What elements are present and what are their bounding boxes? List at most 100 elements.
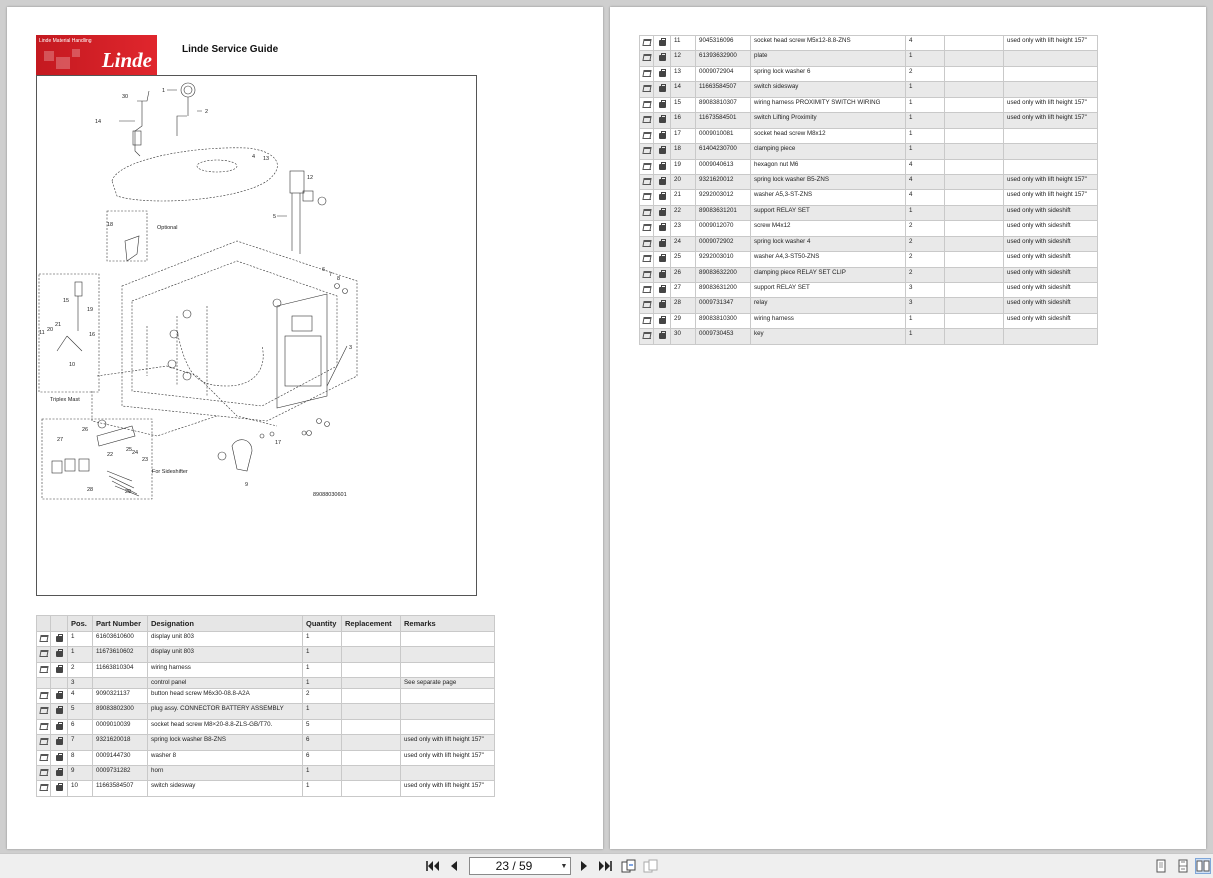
info-icon-cell xyxy=(50,630,68,648)
info-icon-cell xyxy=(653,281,671,299)
cart-icon-cell xyxy=(36,718,51,736)
info-icon[interactable] xyxy=(55,634,64,642)
cart-icon[interactable] xyxy=(642,146,651,155)
continuous-view-icon[interactable] xyxy=(1175,858,1191,874)
single-page-view-icon[interactable] xyxy=(1153,858,1169,874)
chevron-down-icon[interactable]: ▼ xyxy=(560,862,568,870)
info-icon[interactable] xyxy=(55,706,64,715)
cart-icon[interactable] xyxy=(642,270,651,278)
info-icon[interactable] xyxy=(658,269,667,278)
cart-icon[interactable] xyxy=(39,634,48,642)
cart-icon[interactable] xyxy=(642,192,651,201)
info-icon[interactable] xyxy=(658,285,667,293)
pos-cell: 23 xyxy=(670,220,696,237)
document-title: Linde Service Guide xyxy=(182,44,279,55)
cart-icon[interactable] xyxy=(642,131,651,139)
info-icon[interactable] xyxy=(658,331,667,340)
info-icon[interactable] xyxy=(658,254,667,263)
info-icon-cell xyxy=(653,34,671,52)
pos-cell: 27 xyxy=(670,281,696,299)
designation-cell: spring lock washer 4 xyxy=(750,235,906,253)
info-icon[interactable] xyxy=(658,207,667,216)
info-icon[interactable] xyxy=(658,146,667,155)
remarks-cell xyxy=(400,630,495,648)
pos-cell: 19 xyxy=(670,158,696,175)
cart-icon[interactable] xyxy=(642,208,651,216)
cart-icon[interactable] xyxy=(39,783,48,792)
info-icon-cell xyxy=(653,297,671,314)
remarks-cell: used only with sideshift xyxy=(1003,281,1098,299)
pos-cell: 18 xyxy=(670,143,696,160)
next-page-icon[interactable] xyxy=(576,858,592,874)
info-icon[interactable] xyxy=(658,238,667,247)
cart-icon[interactable] xyxy=(642,100,651,108)
callout-27: 27 xyxy=(57,437,63,443)
page-number-field[interactable]: 23 / 59 ▼ xyxy=(469,857,571,875)
cart-icon[interactable] xyxy=(642,177,651,185)
part-number-cell: 61393632900 xyxy=(695,50,751,67)
cart-icon[interactable] xyxy=(642,162,651,170)
info-icon[interactable] xyxy=(658,115,667,124)
cart-icon[interactable] xyxy=(39,649,48,658)
prev-page-icon[interactable] xyxy=(446,858,462,874)
cart-icon[interactable] xyxy=(39,753,48,761)
last-page-icon[interactable] xyxy=(597,858,613,874)
pos-cell: 25 xyxy=(670,251,696,268)
info-icon[interactable] xyxy=(55,721,64,730)
info-icon[interactable] xyxy=(658,99,667,108)
header-pos: Pos. xyxy=(67,615,93,632)
pos-cell: 24 xyxy=(670,235,696,253)
cart-icon[interactable] xyxy=(642,223,651,232)
info-icon[interactable] xyxy=(55,752,64,761)
cart-icon[interactable] xyxy=(642,331,651,340)
replacement-cell xyxy=(341,677,401,689)
cart-icon[interactable] xyxy=(642,115,651,124)
cart-icon[interactable] xyxy=(39,706,48,715)
cart-icon[interactable] xyxy=(642,53,651,62)
replacement-cell xyxy=(341,749,401,766)
info-icon[interactable] xyxy=(658,38,667,46)
info-icon-cell xyxy=(50,718,68,736)
cart-icon[interactable] xyxy=(642,38,651,46)
info-icon[interactable] xyxy=(658,130,667,139)
replacement-cell xyxy=(944,81,1004,98)
cart-icon[interactable] xyxy=(39,665,48,673)
info-icon[interactable] xyxy=(658,223,667,232)
first-page-icon[interactable] xyxy=(425,858,441,874)
info-icon[interactable] xyxy=(55,783,64,792)
cart-icon[interactable] xyxy=(642,254,651,263)
two-page-view-icon[interactable] xyxy=(1195,858,1211,874)
cart-icon-cell xyxy=(639,34,654,52)
cart-icon[interactable] xyxy=(39,768,48,776)
cart-icon[interactable] xyxy=(642,316,651,324)
cart-icon[interactable] xyxy=(642,69,651,77)
info-icon[interactable] xyxy=(55,690,64,699)
info-icon[interactable] xyxy=(55,737,64,746)
cart-icon[interactable] xyxy=(642,300,651,309)
header-replacement: Replacement xyxy=(341,615,401,632)
cart-icon[interactable] xyxy=(39,722,48,730)
info-icon[interactable] xyxy=(658,315,667,324)
cart-icon[interactable] xyxy=(39,691,48,699)
info-icon[interactable] xyxy=(658,161,667,170)
remarks-cell: used only with lift height 157" xyxy=(400,734,495,751)
info-icon[interactable] xyxy=(658,192,667,201)
copy-page-icon[interactable] xyxy=(621,858,637,874)
paste-page-icon[interactable] xyxy=(643,858,659,874)
info-icon[interactable] xyxy=(658,176,667,185)
info-icon[interactable] xyxy=(55,649,64,658)
info-icon[interactable] xyxy=(658,68,667,77)
cart-icon[interactable] xyxy=(642,84,651,93)
cart-icon[interactable] xyxy=(642,285,651,293)
cart-icon[interactable] xyxy=(642,239,651,247)
info-icon[interactable] xyxy=(658,300,667,309)
info-icon[interactable] xyxy=(55,767,64,776)
info-icon[interactable] xyxy=(658,53,667,62)
info-icon[interactable] xyxy=(658,84,667,93)
cart-icon[interactable] xyxy=(39,737,48,746)
part-number-cell: 9321620018 xyxy=(92,734,148,751)
info-icon[interactable] xyxy=(55,664,64,673)
